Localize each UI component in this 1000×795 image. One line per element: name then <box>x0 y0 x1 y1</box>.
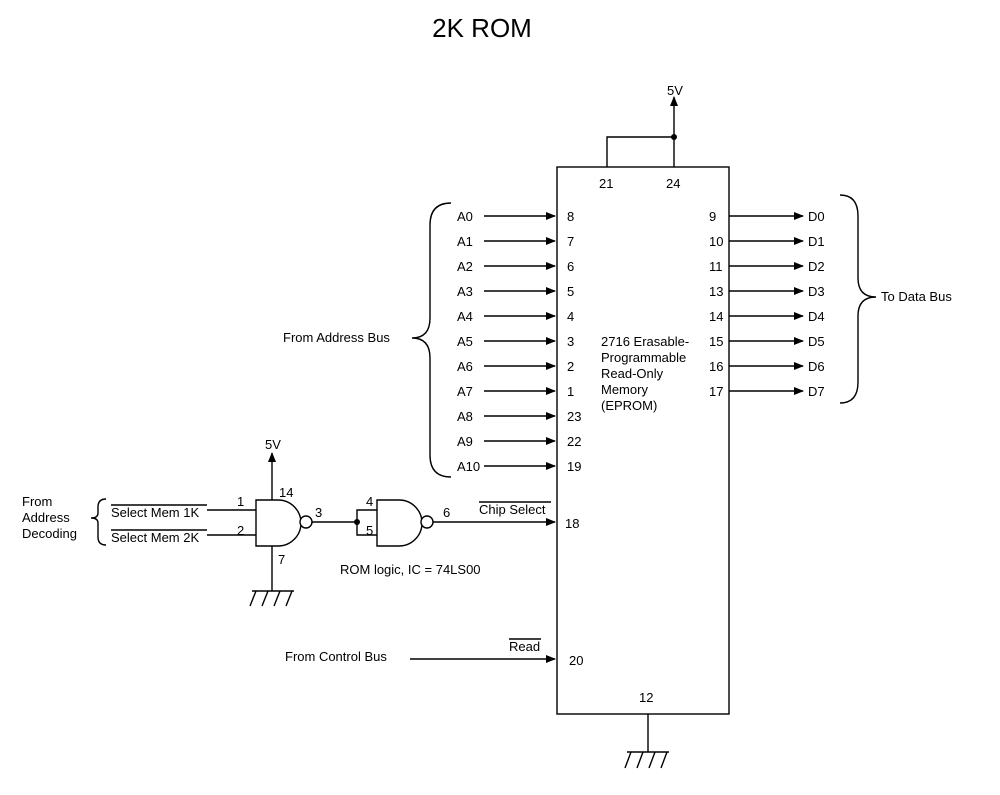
address-line-a5-label: A5 <box>457 334 473 349</box>
nand-gate-1 <box>255 499 302 547</box>
gate2-pin-6: 6 <box>443 505 450 520</box>
chip-ground-symbol <box>624 751 669 769</box>
gate2-input-b-wire <box>356 522 377 536</box>
address-line-a2-label: A2 <box>457 259 473 274</box>
pin-21-label: 21 <box>599 176 613 191</box>
data-line-d0-label: D0 <box>808 209 825 224</box>
page-title: 2K ROM <box>432 13 532 43</box>
gate-supply-label: 5V <box>265 437 281 452</box>
data-line-d2-label: D2 <box>808 259 825 274</box>
data-line-d5-label: D5 <box>808 334 825 349</box>
data-line-d1-pin: 10 <box>709 234 723 249</box>
address-line-a1-label: A1 <box>457 234 473 249</box>
address-line-a7-pin: 1 <box>567 384 574 399</box>
data-line-d3-pin: 13 <box>709 284 723 299</box>
nand-gate-1-bubble <box>299 515 313 529</box>
address-line-a7-label: A7 <box>457 384 473 399</box>
address-line-a6-label: A6 <box>457 359 473 374</box>
address-decoding-brace <box>90 498 107 546</box>
data-line-d6-label: D6 <box>808 359 825 374</box>
chip-select-label: Chip Select <box>479 502 546 517</box>
gate1-pin-2: 2 <box>237 523 244 538</box>
address-line-a4-pin: 4 <box>567 309 574 324</box>
data-line-d2-pin: 11 <box>709 259 723 274</box>
data-line-d7-label: D7 <box>808 384 825 399</box>
data-line-d6-pin: 16 <box>709 359 723 374</box>
chip-description-3: Read-Only <box>601 366 664 381</box>
address-line-a6-pin: 2 <box>567 359 574 374</box>
data-line-d4-label: D4 <box>808 309 825 324</box>
control-bus-label: From Control Bus <box>285 649 387 664</box>
gate1-ground-symbol <box>249 590 294 607</box>
chip-description-4: Memory <box>601 382 648 397</box>
address-line-a4-label: A4 <box>457 309 473 324</box>
address-line-a8-pin: 23 <box>567 409 581 424</box>
address-line-a0-label: A0 <box>457 209 473 224</box>
pin-20-label: 20 <box>569 653 583 668</box>
address-line-a2-pin: 6 <box>567 259 574 274</box>
data-bus-lines: 9 D0 10 D1 11 D2 13 D3 14 D4 15 D5 16 D6 17 D7 <box>709 209 825 399</box>
address-line-a9-label: A9 <box>457 434 473 449</box>
data-line-d7-pin: 17 <box>709 384 723 399</box>
address-line-a0-pin: 8 <box>567 209 574 224</box>
chip-description-5: (EPROM) <box>601 398 657 413</box>
gate1-pin-3: 3 <box>315 505 322 520</box>
gate1-pin-14: 14 <box>279 485 293 500</box>
eprom-chip <box>556 166 730 715</box>
chip-description-2: Programmable <box>601 350 686 365</box>
chip-supply-label: 5V <box>667 83 683 98</box>
address-line-a8-label: A8 <box>457 409 473 424</box>
logic-caption: ROM logic, IC = 74LS00 <box>340 562 481 577</box>
nand-gate-2 <box>376 499 423 547</box>
address-decoding-label-3: Decoding <box>22 526 77 541</box>
gate2-pin-4: 4 <box>366 494 373 509</box>
address-line-a3-pin: 5 <box>567 284 574 299</box>
select-mem-2k-label: Select Mem 2K <box>111 530 199 545</box>
address-line-a10-label: A10 <box>457 459 480 474</box>
data-bus-label: To Data Bus <box>881 289 952 304</box>
address-bus-brace <box>411 202 452 478</box>
pin-18-label: 18 <box>565 516 579 531</box>
gate2-pin-5: 5 <box>366 523 373 538</box>
pin-12-label: 12 <box>639 690 653 705</box>
vcc-junction <box>671 134 677 140</box>
chip-description-1: 2716 Erasable- <box>601 334 689 349</box>
data-line-d1-label: D1 <box>808 234 825 249</box>
nand-gate-2-bubble <box>420 515 434 529</box>
address-bus-label: From Address Bus <box>283 330 390 345</box>
data-line-d0-pin: 9 <box>709 209 716 224</box>
vcc-wire <box>606 136 675 167</box>
address-decoding-label-1: From <box>22 494 52 509</box>
read-label: Read <box>509 639 540 654</box>
address-line-a10-pin: 19 <box>567 459 581 474</box>
address-line-a5-pin: 3 <box>567 334 574 349</box>
address-line-a3-label: A3 <box>457 284 473 299</box>
pin-24-label: 24 <box>666 176 680 191</box>
gate2-input-a-wire <box>356 509 377 522</box>
data-line-d5-pin: 15 <box>709 334 723 349</box>
gate1-pin-7: 7 <box>278 552 285 567</box>
data-bus-brace <box>839 194 877 404</box>
address-line-a9-pin: 22 <box>567 434 581 449</box>
address-line-a1-pin: 7 <box>567 234 574 249</box>
gate1-pin-1: 1 <box>237 494 244 509</box>
address-decoding-label-2: Address <box>22 510 70 525</box>
select-mem-1k-label: Select Mem 1K <box>111 505 199 520</box>
data-line-d4-pin: 14 <box>709 309 723 324</box>
data-line-d3-label: D3 <box>808 284 825 299</box>
